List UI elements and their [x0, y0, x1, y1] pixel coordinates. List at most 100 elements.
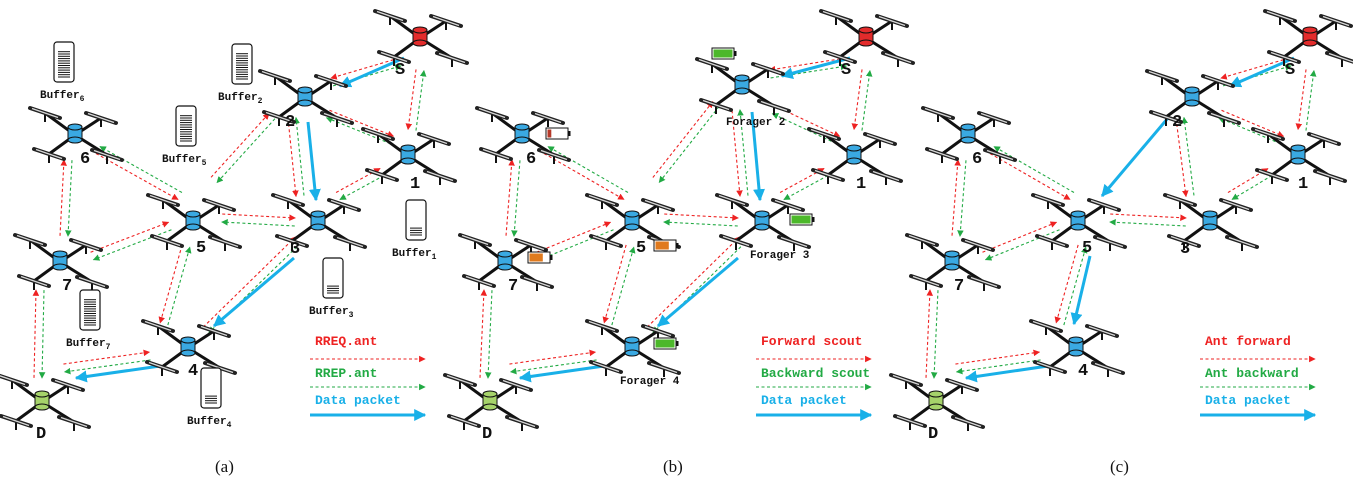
data-packet-arrow	[657, 256, 739, 328]
node-label-4: 4	[188, 362, 198, 381]
legend-data-label: Data packet	[761, 393, 847, 408]
legend-data-label: Data packet	[1205, 393, 1291, 408]
buffer-label-sub: 6	[80, 95, 85, 104]
node-label-7: 7	[508, 277, 518, 296]
buffer-label: Buffer2	[218, 92, 263, 106]
forward-ant-arrow	[646, 236, 740, 328]
buffer-label-text: Buffer	[218, 92, 258, 104]
buffer-label-sub: 5	[202, 159, 207, 168]
buffer-label-sub: 7	[106, 343, 111, 352]
buffer-label: Buffer3	[309, 306, 354, 320]
backward-ant-arrow	[1305, 69, 1317, 131]
node-label-7: 7	[954, 277, 964, 296]
forward-ant-arrow	[1220, 57, 1290, 80]
buffer-label-sub: 1	[432, 253, 437, 262]
forward-ant-arrow	[1175, 118, 1189, 198]
battery-icon-2	[711, 47, 737, 60]
node-label-4: 4	[1078, 362, 1088, 381]
drone-node-1	[1251, 127, 1347, 185]
backward-ant-arrow	[99, 146, 183, 193]
backward-ant-arrow	[38, 290, 46, 379]
battery-level	[655, 339, 675, 348]
forward-ant-arrow	[222, 213, 296, 221]
forward-ant-arrow	[652, 101, 714, 178]
forward-ant-arrow	[925, 289, 934, 378]
backward-ant-arrow	[957, 160, 967, 237]
data-packet-arrow	[964, 364, 1049, 383]
node-label-6: 6	[526, 150, 536, 169]
node-label-1: 1	[856, 175, 866, 194]
node-label-6: 6	[80, 150, 90, 169]
buffer-label-sub: 4	[227, 421, 232, 430]
backward-ant-arrow	[221, 219, 295, 227]
battery-level	[791, 215, 811, 224]
data-packet-arrow	[750, 111, 765, 202]
battery-icon-4	[653, 337, 679, 350]
destination-drone	[443, 373, 539, 431]
backward-ant-arrow	[1222, 64, 1292, 87]
buffer-icon	[175, 105, 197, 147]
node-label-1: 1	[1298, 175, 1308, 194]
legend-data-label: Data packet	[315, 393, 401, 408]
drone-node-2	[695, 57, 791, 115]
drone-node-1	[807, 127, 903, 185]
backward-ant-arrow	[216, 118, 276, 184]
node-label-1: 1	[410, 175, 420, 194]
battery-icon-5	[653, 239, 679, 252]
caption-b: (b)	[663, 457, 683, 476]
forager-label-3: Forager 3	[750, 250, 810, 262]
drone-node-6	[28, 106, 124, 164]
buffer-label-text: Buffer	[162, 154, 202, 166]
forward-ant-arrow	[602, 244, 627, 324]
battery-icon-3	[789, 213, 815, 226]
backward-ant-arrow	[509, 359, 597, 375]
backward-ant-arrow	[1231, 174, 1273, 200]
destination-drone	[889, 373, 985, 431]
drone-node-7	[13, 233, 109, 291]
buffer-label: Buffer7	[66, 338, 111, 352]
buffer-label-text: Buffer	[309, 306, 349, 318]
backward-ant-arrow	[332, 64, 402, 87]
backward-ant-arrow	[511, 160, 521, 237]
backward-ant-arrow	[1217, 116, 1281, 145]
forward-ant-arrow	[543, 152, 625, 200]
drone-node-2	[1145, 69, 1241, 127]
node-label-5: 5	[1082, 239, 1092, 258]
forward-ant-arrow	[90, 221, 170, 253]
data-packet-arrow	[1100, 117, 1170, 197]
buffer-icon	[79, 289, 101, 331]
backward-ant-arrow	[783, 175, 829, 200]
data-packet-arrow	[306, 121, 321, 202]
buffer-icon	[231, 43, 253, 85]
buffer-icon	[200, 367, 222, 409]
drone-node-3	[271, 193, 367, 251]
drone-node-7	[458, 233, 554, 291]
node-label-S: S	[841, 61, 851, 80]
node-label-7: 7	[62, 277, 72, 296]
backward-ant-arrow	[339, 175, 385, 200]
forward-ant-arrow	[505, 159, 515, 236]
backward-ant-arrow	[1109, 219, 1186, 227]
forward-ant-arrow	[63, 349, 151, 365]
buffer-icon	[53, 41, 75, 83]
drone-node-7	[905, 233, 1001, 291]
forward-ant-arrow	[1110, 213, 1187, 221]
backward-ant-arrow	[663, 219, 738, 227]
buffer-label: Buffer5	[162, 154, 207, 168]
backward-ant-arrow	[65, 160, 73, 237]
backward-ant-arrow	[993, 146, 1075, 194]
node-label-S: S	[395, 61, 405, 80]
node-label-3: 3	[290, 240, 300, 259]
backward-ant-arrow	[415, 69, 427, 131]
source-drone	[819, 9, 915, 67]
forward-ant-arrow	[1221, 109, 1285, 138]
buffer-label-text: Buffer	[187, 416, 227, 428]
battery-level	[547, 129, 552, 138]
backward-ant-arrow	[1063, 246, 1088, 326]
node-label-S: S	[1285, 61, 1295, 80]
buffer-label-text: Buffer	[392, 248, 432, 260]
data-packet-arrow	[780, 56, 851, 80]
legend-backward-label: RREP.ant	[315, 366, 377, 381]
